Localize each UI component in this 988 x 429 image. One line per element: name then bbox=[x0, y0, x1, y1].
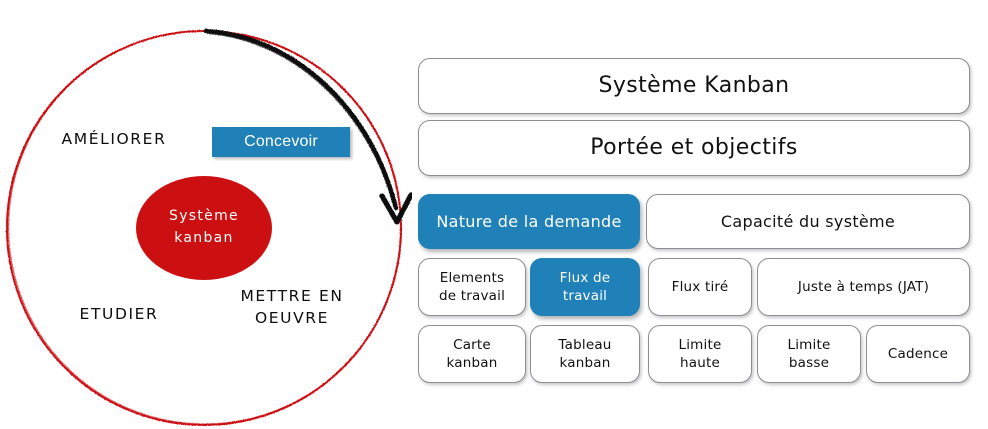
wheel-quadrant-concevoir-chip[interactable]: Concevoir bbox=[212, 127, 350, 157]
box-flux-tire[interactable]: Flux tiré bbox=[648, 258, 752, 316]
box-cadence[interactable]: Cadence bbox=[866, 325, 970, 383]
box-carte-kanban[interactable]: Carte kanban bbox=[418, 325, 526, 383]
wheel-quadrant-etudier: ETUDIER bbox=[79, 305, 159, 323]
box-limite-basse[interactable]: Limite basse bbox=[757, 325, 861, 383]
box-juste-a-temps[interactable]: Juste à temps (JAT) bbox=[757, 258, 970, 316]
wheel-center-circle: Système kanban bbox=[136, 176, 272, 280]
box-tableau-kanban[interactable]: Tableau kanban bbox=[530, 325, 640, 383]
clockwise-arrow-icon bbox=[203, 28, 412, 225]
wheel-center-label: Système kanban bbox=[169, 208, 239, 246]
kanban-cycle-wheel: AMÉLIORER ETUDIER METTRE EN OEUVRE Conce… bbox=[0, 0, 412, 429]
box-portee-et-objectifs[interactable]: Portée et objectifs bbox=[418, 120, 970, 176]
box-systeme-kanban[interactable]: Système Kanban bbox=[418, 58, 970, 114]
wheel-quadrant-mettre-en-oeuvre: METTRE EN OEUVRE bbox=[240, 287, 344, 328]
box-nature-de-la-demande[interactable]: Nature de la demande bbox=[418, 194, 640, 249]
box-elements-de-travail[interactable]: Elements de travail bbox=[418, 258, 526, 316]
box-flux-de-travail[interactable]: Flux de travail bbox=[530, 258, 640, 316]
box-capacite-du-systeme[interactable]: Capacité du système bbox=[646, 194, 970, 249]
wheel-quadrant-ameliorer: AMÉLIORER bbox=[61, 130, 167, 148]
box-limite-haute[interactable]: Limite haute bbox=[648, 325, 752, 383]
wheel-quadrant-concevoir-label: Concevoir bbox=[244, 133, 318, 150]
